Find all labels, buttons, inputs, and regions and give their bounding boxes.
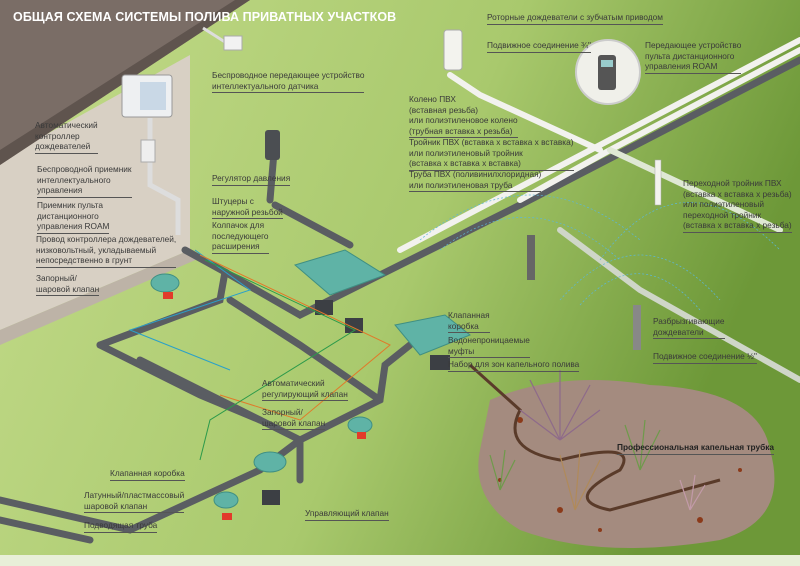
label-drip-tube: Профессиональная капельная трубка bbox=[617, 442, 774, 455]
valve-boxes bbox=[150, 249, 471, 509]
label-tee: Тройник ПВХ (вставка х вставка х вставка… bbox=[409, 137, 574, 171]
label-drip-kit: Набор для зон капельного полива bbox=[448, 359, 580, 372]
label-elbow: Колено ПВХ(вставная резьба)или полиэтиле… bbox=[409, 94, 518, 138]
label-shutoff-top: Запорный/шаровой клапан bbox=[36, 273, 100, 296]
foundation bbox=[0, 250, 200, 345]
label-pressure: Регулятор давления bbox=[212, 173, 291, 186]
label-rotors: Роторные дождеватели с зубчатым приводом bbox=[487, 12, 664, 25]
label-shutoff-mid: Запорный/шаровой клапан bbox=[262, 407, 326, 430]
label-control-valve: Управляющий клапан bbox=[305, 508, 389, 521]
drip-tube bbox=[468, 363, 721, 512]
valves bbox=[262, 300, 450, 505]
label-reducing-tee: Переходной тройник ПВХ(вставка х вставка… bbox=[683, 178, 792, 233]
pvc-pipes bbox=[397, 37, 800, 383]
label-swing34: Подвижное соединение ¾" bbox=[487, 40, 591, 53]
page-title: ОБЩАЯ СХЕМА СИСТЕМЫ ПОЛИВА ПРИВАТНЫХ УЧА… bbox=[13, 10, 397, 24]
label-swing12: Подвижное соединение ½" bbox=[653, 351, 757, 364]
label-supply: Подводящая труба bbox=[84, 520, 158, 533]
bottom-strip bbox=[0, 555, 800, 566]
soil-bed bbox=[478, 380, 775, 548]
wires bbox=[128, 249, 391, 461]
rotor-head bbox=[443, 29, 463, 71]
label-pipe: Труба ПВХ (поливинилхлоридная)или полиэт… bbox=[409, 169, 542, 192]
sensor-device bbox=[202, 26, 243, 51]
house-wall bbox=[0, 55, 190, 330]
plants bbox=[489, 370, 706, 511]
label-valve-box-left: Клапанная коробка bbox=[110, 468, 185, 481]
spray-patterns bbox=[419, 194, 781, 311]
label-wire: Провод контроллера дождевателей,низковол… bbox=[36, 234, 177, 268]
